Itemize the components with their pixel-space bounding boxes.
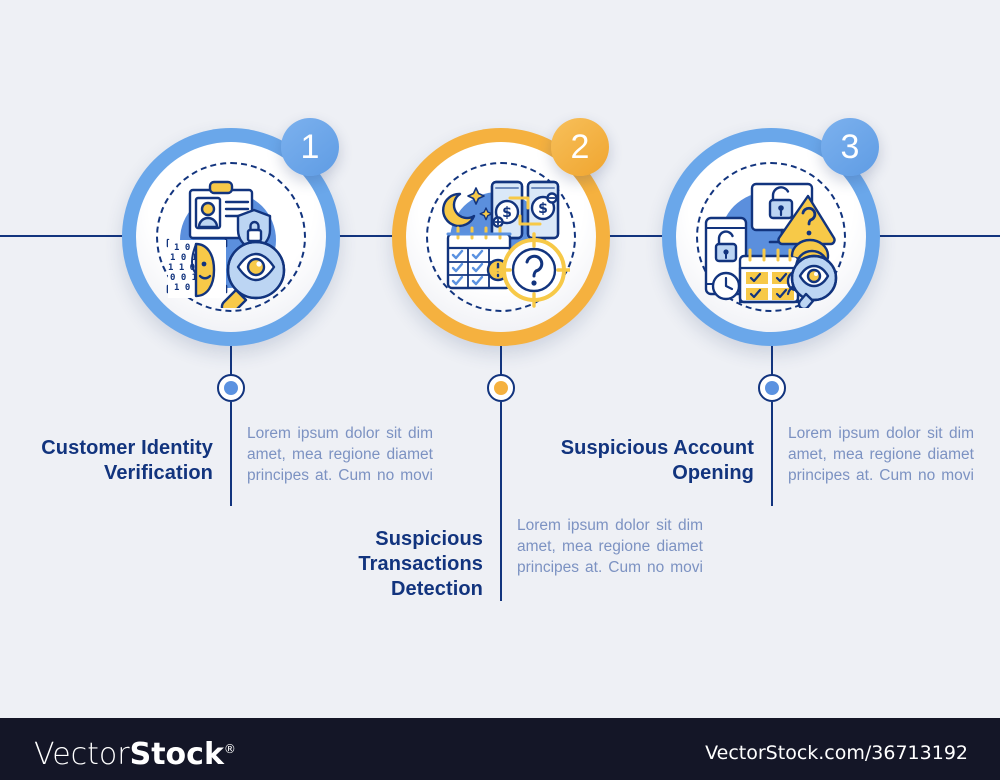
step-3-stem-top	[771, 346, 773, 378]
step-1-dashed-ring	[156, 162, 306, 312]
vectorstock-logo: VectorStock®	[34, 734, 236, 770]
step-3-icon-group	[704, 182, 838, 308]
logo-word-stock: Stock	[129, 737, 224, 772]
step-2-marker-core	[494, 381, 508, 395]
step-2-marker-dot[interactable]	[487, 374, 515, 402]
step-2-title: Suspicious Transactions Detection	[358, 528, 483, 600]
step-2-stem-top	[500, 346, 502, 378]
step-3-number: 3	[840, 127, 860, 166]
step-1-body: Lorem ipsum dolor sit dim amet, mea regi…	[247, 425, 433, 484]
svg-text:$: $	[502, 205, 512, 221]
step-3-dashed-ring	[696, 162, 846, 312]
step-1-marker-dot[interactable]	[217, 374, 245, 402]
svg-text:1 1 0 1: 1 1 0 1	[168, 263, 206, 273]
svg-text:1 0 1: 1 0 1	[170, 253, 197, 263]
svg-text:1 0 1: 1 0 1	[174, 283, 201, 293]
step-2-number: 2	[570, 127, 590, 166]
step-1-number: 1	[300, 127, 320, 166]
logo-word-vector: Vector	[34, 737, 130, 772]
step-2-icon-group: $ $	[441, 180, 570, 308]
step-1-marker-core	[224, 381, 238, 395]
step-1-icon-group: 1 0 1 0 1 1 1 0 1 0 0 1 0 1 0 1	[166, 180, 286, 308]
watermark-url: VectorStock.com/36713192	[705, 742, 968, 764]
step-1-title: Customer Identity Verification	[41, 437, 213, 484]
step-3-body: Lorem ipsum dolor sit dim amet, mea regi…	[788, 425, 974, 484]
step-1-number-badge: 1	[281, 118, 339, 176]
watermark-bar: VectorStock® VectorStock.com/36713192	[0, 718, 1000, 780]
step-1-stem-top	[230, 346, 232, 378]
step-3-marker-dot[interactable]	[758, 374, 786, 402]
step-3-marker-core	[765, 381, 779, 395]
registered-mark-icon: ®	[223, 742, 236, 756]
step-2-stem-bottom	[500, 402, 502, 601]
step-3-stem-bottom	[771, 402, 773, 506]
step-3-title: Suspicious Account Opening	[560, 437, 754, 484]
step-1-stem-bottom	[230, 402, 232, 506]
step-3-number-badge: 3	[821, 118, 879, 176]
svg-text:0 0 1 0: 0 0 1 0	[170, 273, 208, 283]
svg-text:$: $	[538, 201, 548, 217]
step-2-dashed-ring	[426, 162, 576, 312]
step-2-body: Lorem ipsum dolor sit dim amet, mea regi…	[517, 517, 703, 576]
step-2-number-badge: 2	[551, 118, 609, 176]
svg-text:1 0: 1 0	[174, 243, 190, 253]
